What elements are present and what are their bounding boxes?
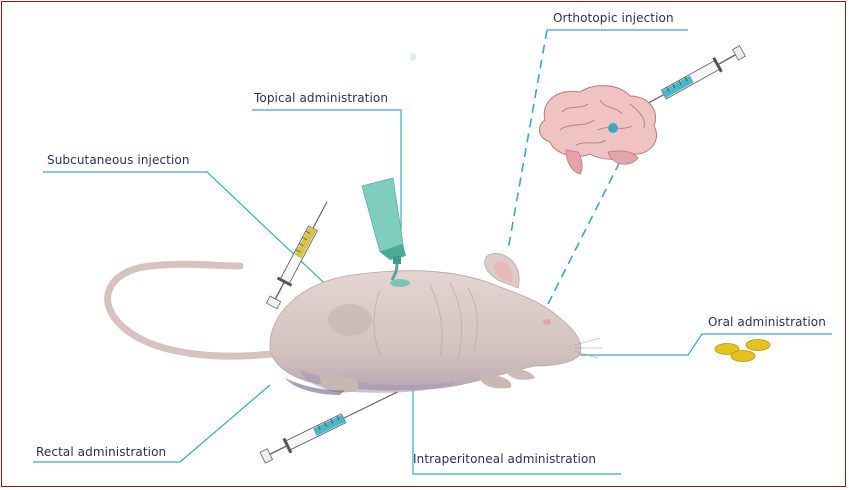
subcutaneous-leader [43,172,340,298]
topical-administration-label: Topical administration [254,91,388,105]
brain-icon [539,86,656,174]
intraperitoneal-administration-label: Intraperitoneal administration [413,452,596,466]
oral-administration-label: Oral administration [708,315,826,329]
leader-lines [33,30,832,474]
orthotopic-injection-label: Orthotopic injection [553,11,674,25]
pill-icon [715,340,770,362]
mouse-illustration [108,253,602,395]
rectal-administration-label: Rectal administration [36,445,166,459]
oral-leader [580,334,832,355]
syringe-icon [259,385,401,465]
subcutaneous-injection-label: Subcutaneous injection [47,153,190,167]
cream-tube-icon [362,53,416,287]
